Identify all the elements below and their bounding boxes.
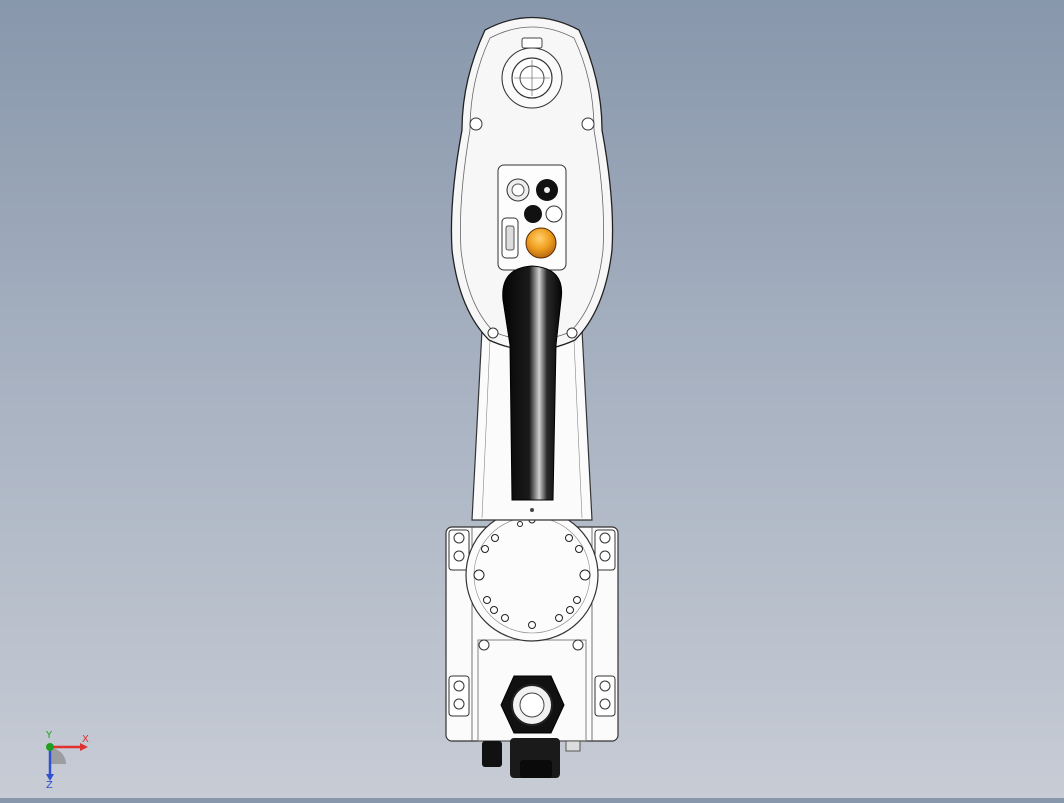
y-axis-dot (46, 743, 54, 751)
cable-hose (502, 265, 563, 501)
mounting-holes (448, 529, 616, 717)
cable-gland (500, 675, 565, 734)
y-axis-label: Y (45, 730, 53, 741)
rotation-flange (465, 508, 599, 642)
triad-plane-icon (50, 748, 66, 764)
bottom-connectors (482, 738, 581, 778)
z-axis-label: Z (46, 780, 53, 788)
status-indicator-orange (525, 227, 557, 259)
coordinate-triad: X Y Z (36, 728, 106, 791)
wrist-housing (450, 16, 614, 351)
x-axis-label: X (82, 734, 89, 745)
